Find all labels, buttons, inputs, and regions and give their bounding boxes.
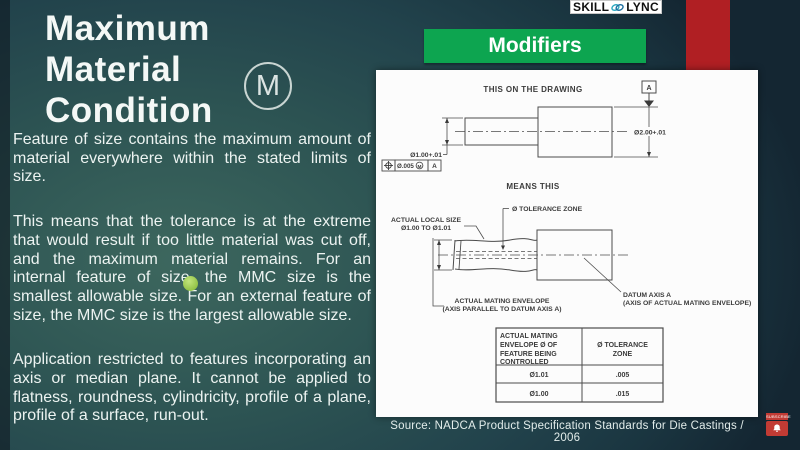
large-cylinder	[537, 106, 613, 158]
bell-icon	[773, 424, 781, 432]
table-row1-zone: .005	[616, 372, 630, 379]
mmc-circle-icon	[415, 161, 424, 170]
skill-lync-logo: SKILL LYNC	[570, 0, 662, 14]
datum-flag-letter: A	[646, 85, 651, 92]
dim-small-label: Ø1.00+.01	[410, 152, 442, 159]
subscribe-bell-button[interactable]	[766, 421, 788, 436]
laser-pointer-dot	[183, 276, 198, 291]
logo-skill-text: SKILL	[573, 0, 610, 14]
paragraph-2: This means that the tolerance is at the …	[13, 213, 371, 324]
diagram-heading-top: THIS ON THE DRAWING	[483, 85, 582, 94]
mating-envelope-line2: (AXIS PARALLEL TO DATUM AXIS A)	[442, 306, 561, 313]
fcf-tolerance: Ø.005	[397, 163, 414, 170]
diagram-panel: THIS ON THE DRAWING A Ø1.00+.01	[376, 70, 758, 417]
table-row2-envelope: Ø1.00	[529, 391, 548, 398]
table-col1-header-line1: ACTUAL MATING	[500, 333, 558, 340]
subscribe-label[interactable]: SUBSCRIBE	[766, 413, 791, 420]
actual-local-size-line2: Ø1.00 TO Ø1.01	[401, 225, 451, 232]
page-title: Maximum Material Condition	[45, 8, 375, 131]
table-col1-header-line4: CONTROLLED	[500, 359, 549, 366]
tolerance-zone-label: Ø TOLERANCE ZONE	[512, 206, 583, 213]
dim-large-label: Ø2.00+.01	[634, 130, 666, 137]
feature-control-frame: Ø.005 M A	[381, 159, 442, 172]
datum-axis-line2: (AXIS OF ACTUAL MATING ENVELOPE)	[623, 300, 751, 307]
wavy-shaft	[452, 238, 538, 272]
title-line-3: Condition	[45, 91, 213, 130]
paragraph-3: Application restricted to features incor…	[13, 351, 371, 425]
mmc-modifier-symbol: M	[244, 62, 292, 110]
table-col1-header-line3: FEATURE BEING	[500, 351, 557, 358]
mating-envelope-line1: ACTUAL MATING ENVELOPE	[455, 298, 550, 305]
fcf-modifier: M	[418, 164, 422, 170]
source-credit: Source: NADCA Product Specification Stan…	[390, 420, 744, 444]
title-line-1: Maximum	[45, 9, 210, 48]
table-row1-envelope: Ø1.01	[529, 372, 548, 379]
diagram-heading-means: MEANS THIS	[506, 182, 560, 191]
modifiers-banner: Modifiers	[424, 29, 646, 63]
mmc-modifier-letter: M	[255, 69, 281, 102]
datum-triangle	[644, 100, 654, 107]
table-col1-header-line2: ENVELOPE Ø OF	[500, 342, 558, 349]
title-line-2: Material	[45, 50, 182, 89]
table-col2-header-line2: ZONE	[613, 351, 633, 358]
datum-axis-line1: DATUM AXIS A	[623, 292, 671, 299]
table-row2-zone: .015	[616, 391, 630, 398]
paragraph-1: Feature of size contains the maximum amo…	[13, 131, 371, 186]
tolerance-table: ACTUAL MATING ENVELOPE Ø OF FEATURE BEIN…	[495, 327, 664, 403]
chain-link-icon	[611, 3, 624, 11]
fcf-datum: A	[432, 163, 437, 170]
gdt-diagram: THIS ON THE DRAWING A Ø1.00+.01	[381, 80, 751, 403]
left-edge-strip	[0, 0, 10, 450]
red-accent-stripe	[686, 0, 730, 73]
subscribe-widget[interactable]: SUBSCRIBE	[766, 413, 791, 436]
table-col2-header-line1: Ø TOLERANCE	[597, 342, 648, 349]
logo-lync-text: LYNC	[626, 0, 659, 14]
actual-local-size-line1: ACTUAL LOCAL SIZE	[391, 217, 461, 224]
modifiers-banner-label: Modifiers	[488, 34, 582, 57]
